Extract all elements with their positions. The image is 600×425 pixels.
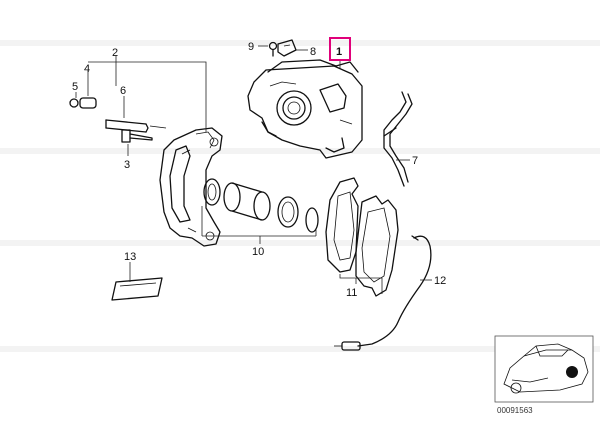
caliper-housing[interactable] (247, 59, 363, 159)
guide-bolt[interactable] (121, 129, 153, 143)
bleed-screw[interactable] (268, 41, 278, 57)
leader-lines (75, 45, 432, 294)
callout-4[interactable]: 4 (84, 63, 90, 75)
guide-pin[interactable] (105, 119, 167, 133)
callout-6[interactable]: 6 (120, 85, 126, 97)
piston-seal-ring[interactable] (305, 207, 319, 233)
grease-packet[interactable] (111, 277, 163, 301)
anti-rattle-spring[interactable] (383, 91, 413, 187)
callout-12[interactable]: 12 (434, 275, 446, 287)
pin-bushing[interactable] (69, 97, 97, 109)
catalog-number: 00091563 (497, 406, 533, 415)
piston[interactable] (223, 182, 271, 221)
callout-10[interactable]: 10 (252, 246, 264, 258)
callout-13[interactable]: 13 (124, 251, 136, 263)
piston-seal[interactable] (277, 196, 299, 228)
callout-2[interactable]: 2 (112, 47, 118, 59)
callout-1-highlight-box (329, 37, 351, 61)
vehicle-locator-thumbnail (494, 335, 594, 403)
brake-pad-inner[interactable] (325, 177, 359, 273)
callout-8[interactable]: 8 (310, 46, 316, 58)
callout-7[interactable]: 7 (412, 155, 418, 167)
callout-5[interactable]: 5 (72, 81, 78, 93)
callout-1[interactable]: 1 (336, 46, 342, 58)
dust-cap[interactable] (277, 39, 297, 57)
callout-9[interactable]: 9 (248, 41, 254, 53)
piston-dust-boot[interactable] (203, 178, 221, 206)
callout-3[interactable]: 3 (124, 159, 130, 171)
pad-wear-sensor[interactable] (334, 235, 432, 351)
callout-11[interactable]: 11 (346, 287, 357, 299)
caliper-carrier-bracket[interactable] (159, 127, 223, 247)
callout-labels: 1 2 3 4 5 6 7 8 9 10 11 12 13 (72, 37, 446, 299)
watermark-bands (0, 40, 600, 352)
